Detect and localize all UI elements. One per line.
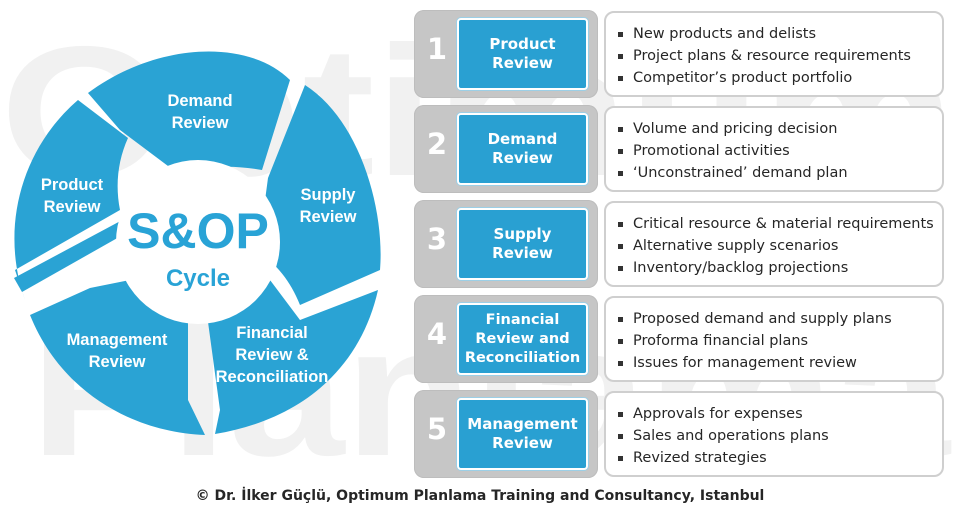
bullet-item: Sales and operations plans [618,425,942,447]
step-details: Volume and pricing decision Promotional … [604,106,944,192]
bullet-item: Proposed demand and supply plans [618,308,942,330]
step-details: Critical resource & material requirement… [604,201,944,287]
bullet-item: Issues for management review [618,352,942,374]
step-number: 3 [426,222,448,256]
bullet-item: Revized strategies [618,447,942,469]
cycle-center-subtitle: Cycle [166,265,230,292]
step-title: Management Review [457,398,588,470]
segment-financial-review [205,280,378,434]
step-details: Approvals for expenses Sales and operati… [604,391,944,477]
bullet-item: Alternative supply scenarios [618,235,942,257]
bullet-item: Project plans & resource requirements [618,45,942,67]
step-title: Demand Review [457,113,588,185]
step-panel: 5 Management Review [414,390,598,478]
step-panel: 2 Demand Review [414,105,598,193]
step-row: 2 Demand Review Volume and pricing decis… [414,105,946,193]
step-row: 1 Product Review New products and delist… [414,10,946,98]
cycle-center [116,160,280,324]
step-title: Product Review [457,18,588,90]
cycle-ring [14,51,381,435]
segment-supply-review [258,85,381,305]
step-details: New products and delists Project plans &… [604,11,944,97]
segment-product-review [14,100,128,300]
segment-demand-review [88,51,290,175]
step-number: 1 [426,32,448,66]
step-title: Financial Review and Reconciliation [457,303,588,375]
segment-management-review [30,280,205,435]
step-number: 4 [426,317,448,351]
copyright-notice: © Dr. İlker Güçlü, Optimum Planlama Trai… [195,488,765,504]
bullet-item: Approvals for expenses [618,403,942,425]
step-panel: 4 Financial Review and Reconciliation [414,295,598,383]
step-row: 3 Supply Review Critical resource & mate… [414,200,946,288]
bullet-item: Critical resource & material requirement… [618,213,942,235]
step-row: 4 Financial Review and Reconciliation Pr… [414,295,946,383]
step-details: Proposed demand and supply plans Proform… [604,296,944,382]
step-panel: 1 Product Review [414,10,598,98]
segment-gap-left [14,218,128,292]
step-title: Supply Review [457,208,588,280]
cycle-center-title: S&OP [127,203,269,259]
bullet-item: Competitor’s product portfolio [618,67,942,89]
bullet-item: New products and delists [618,23,942,45]
step-panel: 3 Supply Review [414,200,598,288]
bullet-item: Inventory/backlog projections [618,257,942,279]
bullet-item: ‘Unconstrained’ demand plan [618,162,942,184]
step-number: 2 [426,127,448,161]
bullet-item: Volume and pricing decision [618,118,942,140]
step-number: 5 [426,412,448,446]
bullet-item: Proforma financial plans [618,330,942,352]
bullet-item: Promotional activities [618,140,942,162]
step-row: 5 Management Review Approvals for expens… [414,390,946,478]
